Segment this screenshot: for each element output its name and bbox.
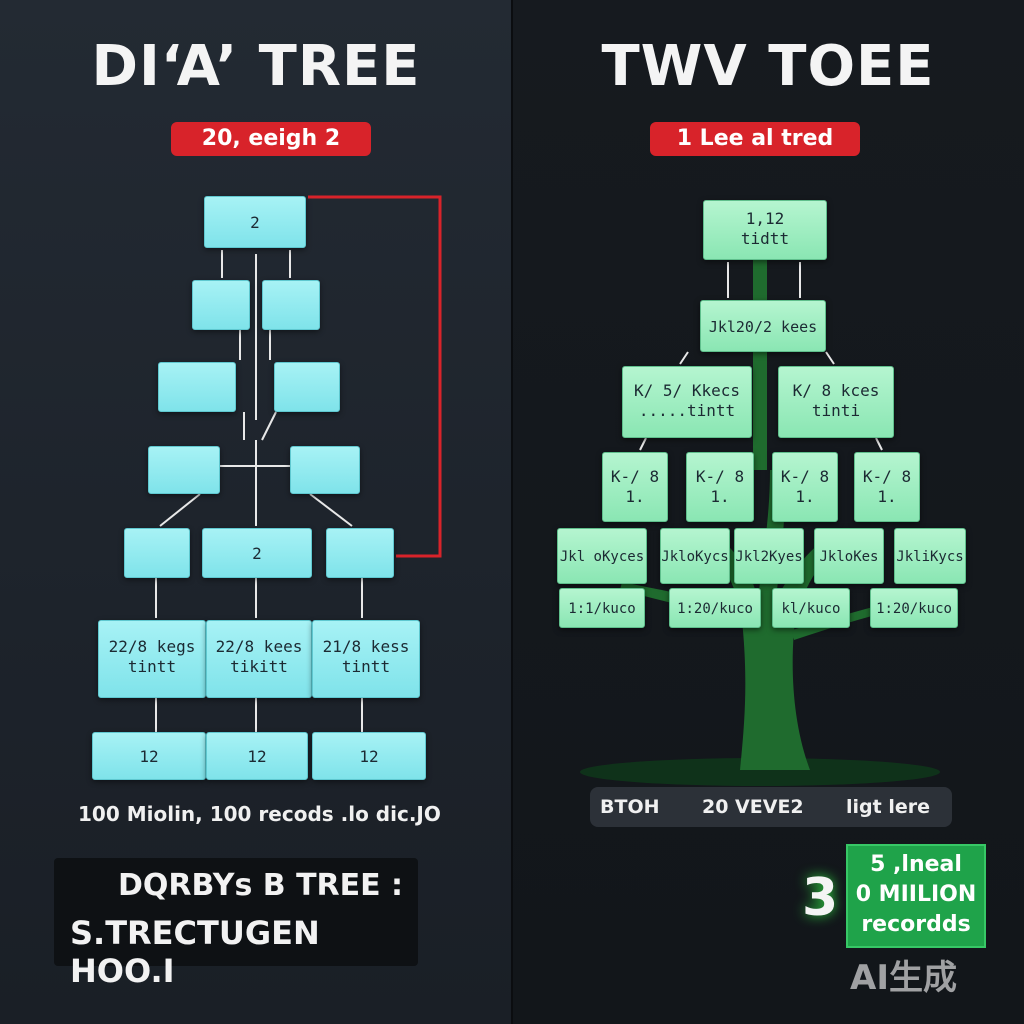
right-title: TWV TOEE <box>601 34 935 99</box>
bottom-c-label: 12 <box>359 747 379 766</box>
level4-e-label: JkliKycs <box>896 549 964 565</box>
left-root-node: 2 <box>204 196 306 248</box>
left-node-l2b <box>274 362 340 412</box>
right-level4-b: JkloKycs <box>660 528 730 584</box>
leaf-a-sub: tintt <box>127 657 177 676</box>
right-level4-d: JkloKes <box>814 528 884 584</box>
left-node-l3a <box>148 446 220 494</box>
left-bottom-c: 12 <box>312 732 426 780</box>
level4-d-label: JkloKes <box>819 549 879 565</box>
leaf-a-keys: 22/8 kegs <box>108 637 196 656</box>
legend-item-b: 20 VEVE2 <box>702 796 804 818</box>
left-leaf-c: 21/8 kess tintt <box>312 620 420 698</box>
level3-d-sub: 1. <box>877 487 897 506</box>
right-level3-b: K-/ 8 1. <box>686 452 754 522</box>
level4-a-label: Jkl oKyces <box>559 549 645 565</box>
level5-a-label: 1:1/kuco <box>568 601 636 617</box>
legend-item-a: BTOH <box>600 796 660 818</box>
stat-line1: 5 ,lneal <box>870 852 962 877</box>
left-node-l2a <box>158 362 236 412</box>
left-leaf-a: 22/8 kegs tintt <box>98 620 206 698</box>
leaf-b-keys: 22/8 kees <box>215 637 303 656</box>
left-node-l1b <box>262 280 320 330</box>
right-level2-b: K/ 8 kces tinti <box>778 366 894 438</box>
right-level4-c: Jkl2Kyes <box>734 528 804 584</box>
bottom-b-label: 12 <box>247 747 267 766</box>
panel-divider <box>511 0 513 1024</box>
left-bottom-a: 12 <box>92 732 206 780</box>
left-root-label: 2 <box>250 213 260 232</box>
left-node-l4c <box>326 528 394 578</box>
level5-d-label: 1:20/kuco <box>876 601 952 617</box>
left-badge: 20, eeigh 2 <box>171 122 371 156</box>
right-level1-node: Jkl20/2 kees <box>700 300 826 352</box>
level3-c-keys: K-/ 8 <box>780 467 830 486</box>
level3-b-sub: 1. <box>710 487 730 506</box>
bottom-a-label: 12 <box>139 747 159 766</box>
level4-c-label: Jkl2Kyes <box>735 549 803 565</box>
level2-a-sub: .....tintt <box>638 401 736 420</box>
left-mid-label: 2 <box>252 544 262 563</box>
left-node-l1a <box>192 280 250 330</box>
right-legend-bar: BTOH 20 VEVE2 ligt lere <box>590 787 952 827</box>
right-level2-a: K/ 5/ Kkecs .....tintt <box>622 366 752 438</box>
stat-line3: recordds <box>861 912 971 937</box>
right-level4-a: Jkl oKyces <box>557 528 647 584</box>
level2-b-sub: tinti <box>811 401 861 420</box>
stat-box: 5 ,lneal 0 MIILION recordds <box>846 844 986 948</box>
level3-d-keys: K-/ 8 <box>862 467 912 486</box>
right-tree-connectors <box>639 262 883 451</box>
callout-line2: S.TRECTUGEN HOO.I <box>70 914 320 990</box>
right-level5-a: 1:1/kuco <box>559 588 645 628</box>
level5-b-label: 1:20/kuco <box>677 601 753 617</box>
right-level5-c: kl/kuco <box>772 588 850 628</box>
left-callout: DQRBYs B TREE : S.TRECTUGEN HOO.I <box>54 858 418 990</box>
right-level3-a: K-/ 8 1. <box>602 452 668 522</box>
right-level5-b: 1:20/kuco <box>669 588 761 628</box>
right-level4-e: JkliKycs <box>894 528 966 584</box>
level4-b-label: JkloKycs <box>661 549 729 565</box>
left-node-l4b: 2 <box>202 528 312 578</box>
ai-watermark: AI生成 <box>850 958 957 998</box>
level3-a-keys: K-/ 8 <box>610 467 660 486</box>
red-pointer-line <box>308 195 442 558</box>
leaf-c-sub: tintt <box>341 657 391 676</box>
right-level3-d: K-/ 8 1. <box>854 452 920 522</box>
stat-line2: 0 MIILION <box>855 882 977 907</box>
left-node-l3b <box>290 446 360 494</box>
right-root-keys: 1,12 <box>745 209 785 228</box>
leaf-b-sub: tikitt <box>230 657 288 676</box>
level5-c-label: kl/kuco <box>781 601 841 617</box>
level3-a-sub: 1. <box>625 487 645 506</box>
stat-number: 3 <box>802 868 839 928</box>
right-root-sub: tidtt <box>740 229 790 248</box>
right-level5-d: 1:20/kuco <box>870 588 958 628</box>
left-title: DI‘A’ TREE <box>91 34 421 99</box>
legend-item-c: ligt lere <box>846 796 930 818</box>
level2-a-keys: K/ 5/ Kkecs <box>634 381 740 400</box>
left-tree-connectors <box>155 250 363 732</box>
callout-line1: DQRBYs B TREE : <box>118 868 404 903</box>
left-node-l4a <box>124 528 190 578</box>
left-leaf-b: 22/8 kees tikitt <box>206 620 312 698</box>
left-bottom-b: 12 <box>206 732 308 780</box>
right-root-node: 1,12 tidtt <box>703 200 827 260</box>
level1-label: Jkl20/2 kees <box>708 318 818 336</box>
level2-b-keys: K/ 8 kces <box>792 381 880 400</box>
level3-c-sub: 1. <box>795 487 815 506</box>
right-level3-c: K-/ 8 1. <box>772 452 838 522</box>
level3-b-keys: K-/ 8 <box>695 467 745 486</box>
leaf-c-keys: 21/8 kess <box>322 637 410 656</box>
right-badge: 1 Lee al tred <box>650 122 860 156</box>
left-caption: 100 Miolin, 100 recods .lo dic.JO <box>78 802 441 826</box>
